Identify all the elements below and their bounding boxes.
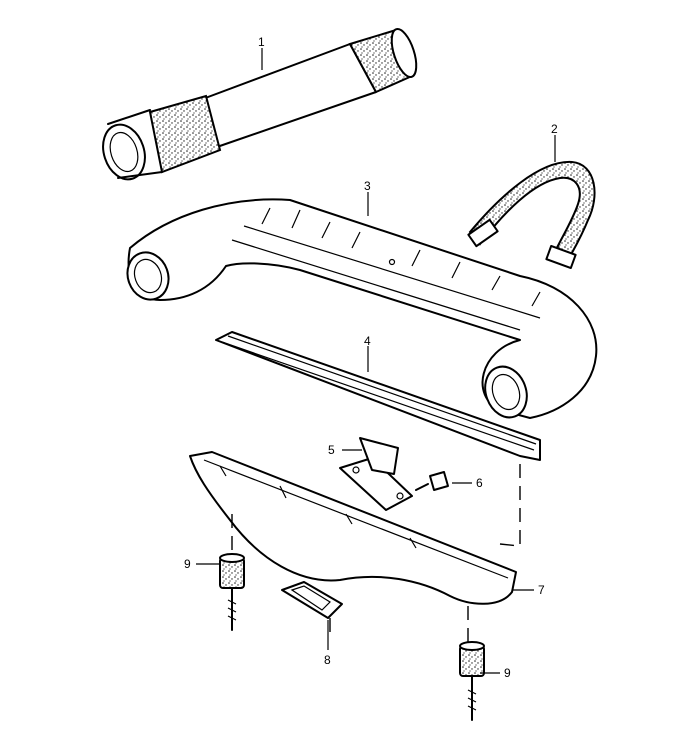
callout-4: 4: [364, 334, 371, 348]
part-9-mount-right: [459, 641, 485, 721]
part-1-hose: [102, 28, 418, 181]
callout-6: 6: [476, 476, 483, 490]
assembly-lines: [231, 464, 521, 644]
part-7-cover: [189, 451, 517, 605]
callout-7: 7: [538, 583, 545, 597]
callout-9-left: 9: [184, 557, 191, 571]
callout-9-right: 9: [504, 666, 511, 680]
callout-5: 5: [328, 443, 335, 457]
callout-leaders: [196, 48, 556, 674]
callout-3: 3: [364, 179, 371, 193]
callout-1: 1: [258, 35, 265, 49]
callout-2: 2: [551, 122, 558, 136]
callout-labels: 1 2 3 4 5 6 7 8 9 9: [184, 35, 558, 680]
part-9-mount-left: [219, 553, 245, 631]
part-5-flange: [339, 437, 413, 511]
part-2-strap: [467, 160, 596, 270]
part-4-seal: [215, 331, 541, 461]
part-6-bolt: [415, 471, 449, 491]
callout-8: 8: [324, 653, 331, 667]
part-8-gasket: [281, 581, 343, 619]
part-3-duct: [126, 198, 598, 419]
